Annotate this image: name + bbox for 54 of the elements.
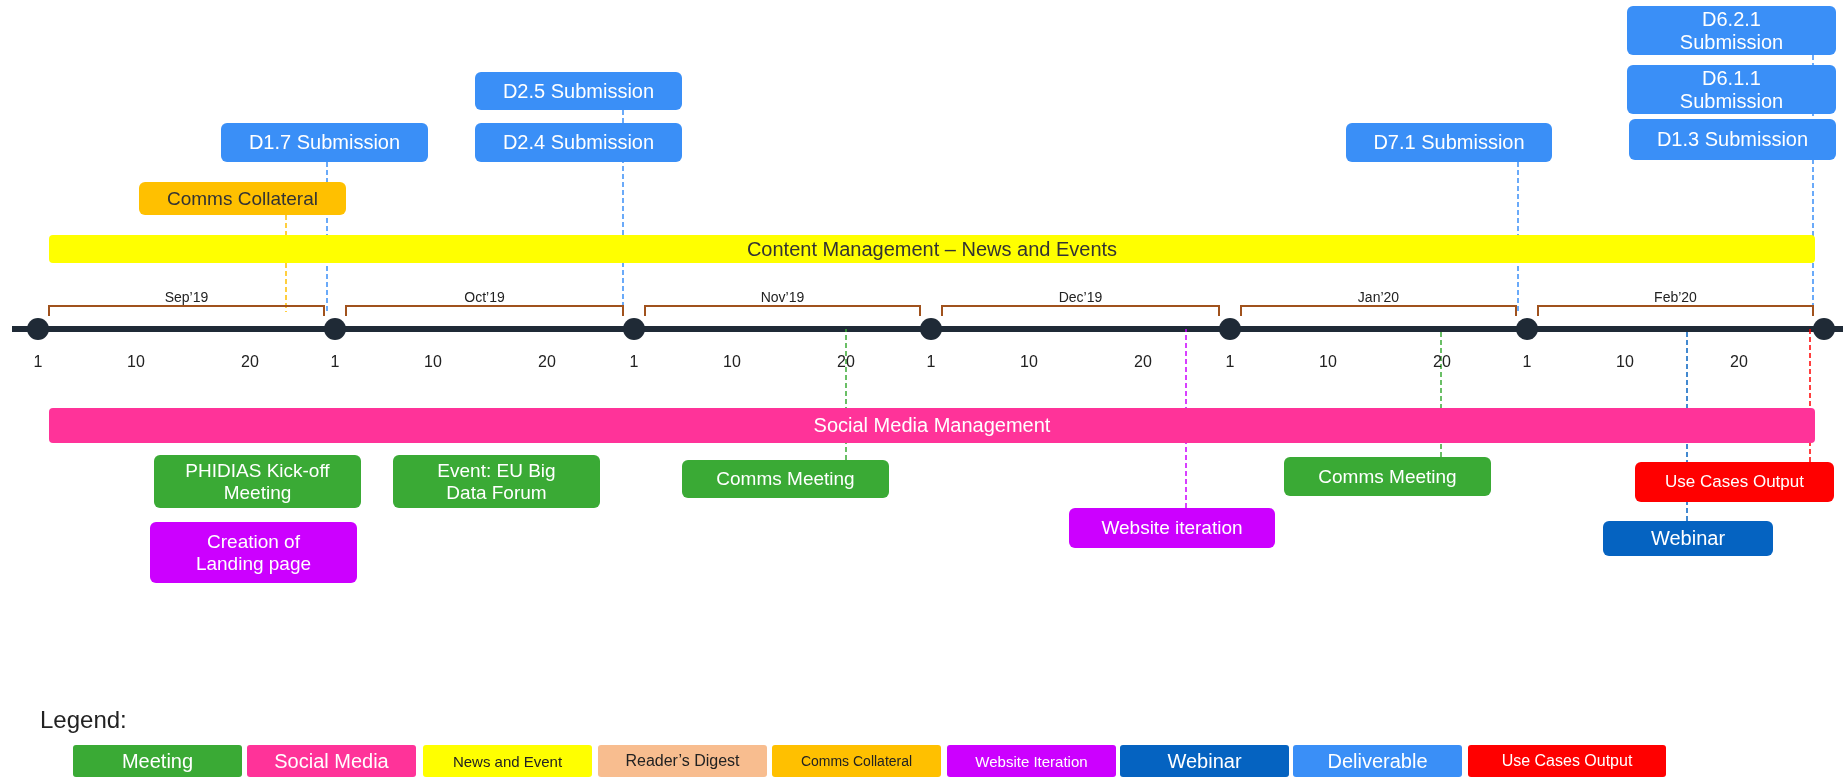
legend-title: Legend: <box>40 706 127 734</box>
legend-swatch: News and Event <box>423 745 592 777</box>
day-number: 10 <box>1319 353 1337 371</box>
event-box: D2.5 Submission <box>475 72 682 110</box>
event-box: D1.3 Submission <box>1629 119 1836 160</box>
event-box: Event: EU Big Data Forum <box>393 455 600 508</box>
event-box: D6.1.1 Submission <box>1627 65 1836 114</box>
leader-line <box>1185 328 1187 509</box>
day-number: 1 <box>330 353 340 371</box>
month-label: Jan’20 <box>1357 289 1400 305</box>
legend-swatch: Webinar <box>1120 745 1289 777</box>
day-number: 1 <box>926 353 936 371</box>
day-number: 10 <box>1020 353 1038 371</box>
day-number: 20 <box>1730 353 1748 371</box>
event-box: Comms Meeting <box>682 460 889 498</box>
legend-swatch: Website Iteration <box>947 745 1116 777</box>
day-number: 1 <box>1225 353 1235 371</box>
legend-swatch: Meeting <box>73 745 242 777</box>
month-label: Oct’19 <box>464 289 505 305</box>
month-label: Sep’19 <box>164 289 209 305</box>
event-box: D6.2.1 Submission <box>1627 6 1836 55</box>
day-number: 20 <box>1433 353 1451 371</box>
legend-swatch: Use Cases Output <box>1468 745 1666 777</box>
event-box: D2.4 Submission <box>475 123 682 162</box>
event-box: Comms Meeting <box>1284 457 1491 496</box>
event-box: Comms Collateral <box>139 182 346 215</box>
day-number: 20 <box>241 353 259 371</box>
day-number: 20 <box>1134 353 1152 371</box>
timeline-band: Social Media Management <box>49 408 1815 443</box>
day-number: 20 <box>538 353 556 371</box>
timeline-band: Content Management – News and Events <box>49 235 1815 263</box>
month-label: Dec’19 <box>1058 289 1103 305</box>
leader-line <box>1517 161 1519 313</box>
event-box: D7.1 Submission <box>1346 123 1552 162</box>
event-box: Use Cases Output <box>1635 462 1834 502</box>
day-number: 10 <box>424 353 442 371</box>
event-box: Creation of Landing page <box>150 522 357 583</box>
day-number: 10 <box>723 353 741 371</box>
month-label: Feb’20 <box>1654 289 1697 305</box>
day-number: 20 <box>837 353 855 371</box>
day-number: 1 <box>629 353 639 371</box>
legend-swatch: Comms Collateral <box>772 745 941 777</box>
legend-swatch: Deliverable <box>1293 745 1462 777</box>
event-box: Webinar <box>1603 521 1773 556</box>
month-label: Nov’19 <box>760 289 805 305</box>
day-number: 1 <box>33 353 43 371</box>
event-box: PHIDIAS Kick-off Meeting <box>154 455 361 508</box>
event-box: D1.7 Submission <box>221 123 428 162</box>
event-box: Website iteration <box>1069 508 1275 548</box>
day-number: 1 <box>1522 353 1532 371</box>
day-number: 10 <box>127 353 145 371</box>
day-number: 10 <box>1616 353 1634 371</box>
legend-swatch: Social Media <box>247 745 416 777</box>
legend-swatch: Reader’s Digest <box>598 745 767 777</box>
